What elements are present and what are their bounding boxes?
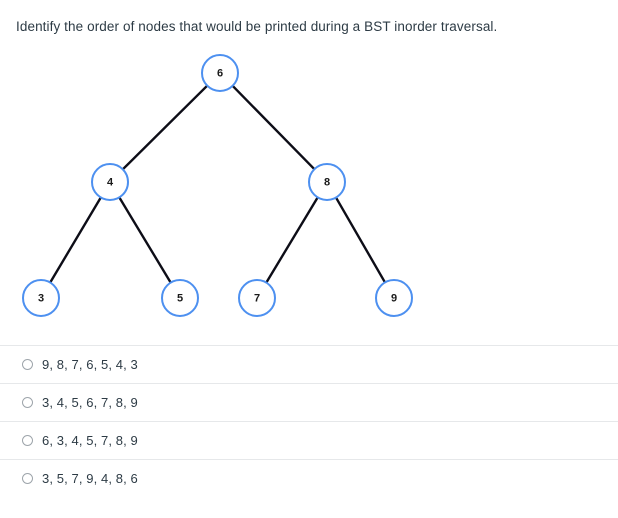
tree-node-7: 7 bbox=[238, 279, 276, 317]
answer-option-label: 3, 5, 7, 9, 4, 8, 6 bbox=[42, 470, 138, 486]
tree-node-circle-9 bbox=[375, 279, 413, 317]
tree-node-8: 8 bbox=[308, 163, 346, 201]
answer-option-label: 3, 4, 5, 6, 7, 8, 9 bbox=[42, 394, 138, 410]
tree-node-label-8: 8 bbox=[324, 177, 330, 189]
tree-edge-group bbox=[49, 84, 387, 284]
tree-node-9: 9 bbox=[375, 279, 413, 317]
answer-option-label: 6, 3, 4, 5, 7, 8, 9 bbox=[42, 432, 138, 448]
tree-node-circle-5 bbox=[161, 279, 199, 317]
tree-node-label-6: 6 bbox=[217, 68, 223, 80]
tree-node-label-4: 4 bbox=[107, 177, 114, 189]
radio-button-icon[interactable] bbox=[22, 397, 33, 408]
tree-node-circle-4 bbox=[91, 163, 129, 201]
tree-node-circle-6 bbox=[201, 54, 239, 92]
tree-edge-4-3 bbox=[49, 196, 102, 284]
tree-node-group: 6 4 8 3 5 7 9 bbox=[22, 54, 413, 317]
tree-edge-6-4 bbox=[121, 84, 209, 171]
tree-node-5: 5 bbox=[161, 279, 199, 317]
tree-edge-6-8 bbox=[231, 84, 316, 171]
question-stem: Identify the order of nodes that would b… bbox=[16, 19, 498, 34]
radio-button-icon[interactable] bbox=[22, 359, 33, 370]
tree-edge-8-7 bbox=[265, 196, 319, 284]
answer-option-label: 9, 8, 7, 6, 5, 4, 3 bbox=[42, 356, 138, 372]
tree-node-label-7: 7 bbox=[254, 293, 260, 305]
tree-node-4: 4 bbox=[91, 163, 129, 201]
tree-node-6: 6 bbox=[201, 54, 239, 92]
tree-node-3: 3 bbox=[22, 279, 60, 317]
tree-node-circle-7 bbox=[238, 279, 276, 317]
binary-search-tree-diagram: 6 4 8 3 5 7 9 bbox=[0, 45, 450, 335]
answer-option-opt-d[interactable]: 3, 5, 7, 9, 4, 8, 6 bbox=[0, 459, 618, 497]
answer-options-list: 9, 8, 7, 6, 5, 4, 3 3, 4, 5, 6, 7, 8, 9 6,… bbox=[0, 345, 618, 497]
tree-edge-4-5 bbox=[118, 196, 172, 284]
answer-option-opt-c[interactable]: 6, 3, 4, 5, 7, 8, 9 bbox=[0, 421, 618, 459]
tree-edge-8-9 bbox=[334, 196, 387, 284]
answer-option-opt-b[interactable]: 3, 4, 5, 6, 7, 8, 9 bbox=[0, 383, 618, 421]
radio-button-icon[interactable] bbox=[22, 435, 33, 446]
radio-button-icon[interactable] bbox=[22, 473, 33, 484]
tree-svg: 6 4 8 3 5 7 9 bbox=[22, 54, 413, 317]
tree-node-label-9: 9 bbox=[391, 293, 397, 305]
tree-node-circle-3 bbox=[22, 279, 60, 317]
tree-node-label-3: 3 bbox=[38, 293, 44, 305]
tree-node-circle-8 bbox=[308, 163, 346, 201]
tree-node-label-5: 5 bbox=[177, 293, 183, 305]
answer-option-opt-a[interactable]: 9, 8, 7, 6, 5, 4, 3 bbox=[0, 345, 618, 383]
